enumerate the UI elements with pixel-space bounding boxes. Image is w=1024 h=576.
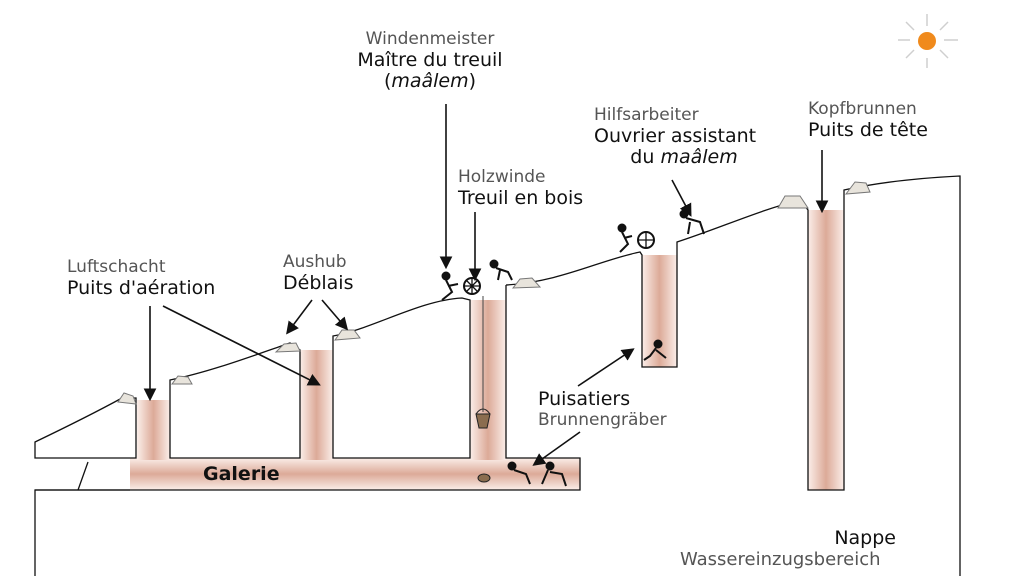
tool-icon bbox=[477, 473, 491, 483]
galerie-tunnel bbox=[130, 458, 580, 490]
label-aushub-fr: Déblais bbox=[283, 271, 354, 294]
worker-icon bbox=[441, 209, 705, 487]
shaft-holzwinde bbox=[470, 300, 506, 460]
label-puisatiers-fr: Puisatiers bbox=[538, 388, 631, 410]
label-luftschacht-fr: Puits d'aération bbox=[67, 276, 216, 299]
label-hilfsarbeiter-fr: Ouvrier assistant bbox=[594, 124, 757, 147]
shaft-luftschacht bbox=[137, 400, 170, 460]
label-windenmeister-fr: Maître du treuil bbox=[357, 48, 503, 71]
label-puisatiers-de: Brunnengräber bbox=[538, 409, 667, 430]
label-aushub-de: Aushub bbox=[283, 252, 347, 272]
label-nappe: Nappe Wassereinzugsbereich bbox=[680, 527, 896, 571]
shaft-kopfbrunnen bbox=[808, 210, 844, 490]
rock-piles bbox=[117, 181, 871, 405]
label-nappe-fr: Nappe bbox=[834, 527, 896, 549]
label-arrows bbox=[143, 104, 829, 466]
label-windenmeister-de: Windenmeister bbox=[365, 29, 495, 49]
label-galerie: Galerie bbox=[203, 463, 280, 485]
label-puisatiers: Puisatiers Brunnengräber bbox=[538, 388, 667, 430]
label-kopfbrunnen: Kopfbrunnen Puits de tête bbox=[808, 99, 928, 141]
shaft-aushub bbox=[300, 350, 333, 460]
label-hilfsarbeiter-fr2: du maâlem bbox=[630, 146, 738, 169]
label-windenmeister: Windenmeister Maître du treuil (maâlem) bbox=[330, 29, 530, 93]
label-luftschacht-de: Luftschacht bbox=[67, 257, 166, 277]
shaft-hilfsarbeiter bbox=[642, 255, 677, 367]
label-holzwinde-fr: Treuil en bois bbox=[458, 186, 584, 209]
bucket-icon bbox=[475, 408, 491, 429]
label-hilfsarbeiter-de: Hilfsarbeiter bbox=[594, 105, 699, 125]
label-nappe-de: Wassereinzugsbereich bbox=[680, 548, 881, 570]
label-hilfsarbeiter: Hilfsarbeiter Ouvrier assistant du maâle… bbox=[594, 105, 774, 169]
label-kopfbrunnen-fr: Puits de tête bbox=[808, 118, 928, 141]
label-windenmeister-fr2: (maâlem) bbox=[383, 70, 477, 93]
label-holzwinde: Holzwinde Treuil en bois bbox=[458, 167, 584, 209]
sun-icon bbox=[898, 14, 958, 68]
label-aushub: Aushub Déblais bbox=[283, 252, 354, 294]
label-luftschacht: Luftschacht Puits d'aération bbox=[67, 257, 216, 299]
label-holzwinde-de: Holzwinde bbox=[458, 167, 546, 187]
label-kopfbrunnen-de: Kopfbrunnen bbox=[808, 99, 917, 119]
